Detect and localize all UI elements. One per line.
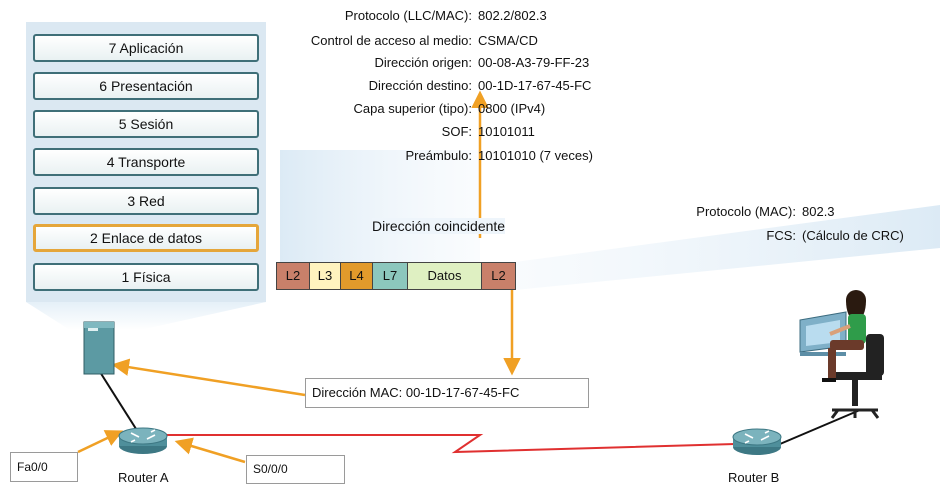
field-key: FCS:	[766, 228, 796, 243]
serial-to-router-arrow	[174, 437, 246, 464]
field-key: Dirección origen:	[374, 55, 472, 70]
fa-to-router-arrow	[77, 430, 124, 454]
field-value: 10101010 (7 veces)	[478, 148, 593, 163]
field-key: Protocolo (MAC):	[696, 204, 796, 219]
frame: L2 L3 L4 L7 Datos L2	[276, 262, 516, 290]
mac-address-box: Dirección MAC: 00-1D-17-67-45-FC	[305, 378, 589, 408]
osi-layer-1: 1 Física	[33, 263, 259, 291]
osi-layer-2: 2 Enlace de datos	[33, 224, 259, 252]
field-key: Preámbulo:	[405, 148, 472, 163]
field-value: (Cálculo de CRC)	[802, 228, 904, 243]
osi-layer-6: 6 Presentación	[33, 72, 259, 100]
field-key: Dirección destino:	[368, 78, 472, 93]
frame-cell-l2-trailer: L2	[482, 263, 515, 289]
field-key: Capa superior (tipo):	[353, 101, 473, 116]
frame-cell-l3: L3	[310, 263, 341, 289]
field-value: 802.2/802.3	[478, 8, 547, 23]
router-b-label: Router B	[728, 470, 780, 485]
osi-layer-4: 4 Transporte	[33, 148, 259, 176]
matching-address-label: Dirección coincidente	[372, 218, 506, 234]
field-value: 00-1D-17-67-45-FC	[478, 78, 592, 93]
stack-shadow	[26, 302, 266, 330]
field-key: Control de acceso al medio:	[310, 33, 472, 48]
router-a-label: Router A	[118, 470, 169, 485]
frame-cell-l4: L4	[341, 263, 373, 289]
osi-layer-7: 7 Aplicación	[33, 34, 259, 62]
field-value: CSMA/CD	[478, 33, 538, 48]
server-icon	[83, 321, 115, 375]
frame-cell-data: Datos	[408, 263, 482, 289]
field-key: Protocolo (LLC/MAC):	[344, 8, 472, 23]
field-value: 802.3	[802, 204, 835, 219]
router-a-server-link	[99, 371, 139, 433]
router-a-icon	[118, 427, 168, 454]
header-expansion-wedge	[280, 150, 480, 262]
frame-cell-l2-header: L2	[277, 263, 310, 289]
mac-to-server-arrow	[111, 358, 306, 397]
frame-cell-l7: L7	[373, 263, 408, 289]
osi-layer-3: 3 Red	[33, 187, 259, 215]
serial-link	[165, 434, 736, 454]
field-value: 0800 (IPv4)	[478, 101, 546, 116]
field-key: SOF:	[441, 124, 472, 139]
router-b-icon	[732, 428, 782, 455]
interface-fa-label: Fa0/0	[10, 452, 78, 482]
user-at-computer-icon	[799, 290, 884, 419]
field-value: 10101011	[478, 124, 535, 139]
field-value: 00-08-A3-79-FF-23	[478, 55, 590, 70]
router-b-pc-link	[779, 409, 861, 445]
interface-serial-label: S0/0/0	[246, 455, 345, 484]
trailer-expansion-wedge	[515, 205, 940, 290]
osi-layer-5: 5 Sesión	[33, 110, 259, 138]
